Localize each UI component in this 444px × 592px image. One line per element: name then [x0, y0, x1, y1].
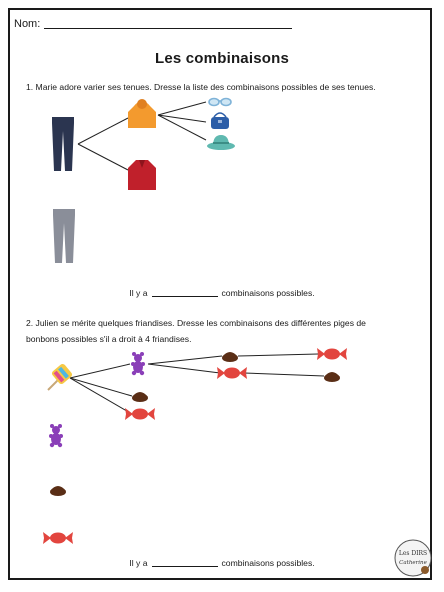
wrapped-candy-icon	[317, 348, 347, 360]
question-1-answer: Il y a combinaisons possibles.	[0, 288, 444, 298]
q1-line-hoodie-handbag	[157, 114, 207, 123]
blue-handbag-icon	[211, 112, 229, 129]
gummy-bear-icon	[49, 424, 63, 448]
worksheet-frame	[8, 8, 432, 580]
publisher-logo: Les DIRS Catherine	[392, 538, 434, 578]
q2-line-gummy-candy	[147, 363, 221, 374]
name-field[interactable]: Nom:	[14, 18, 293, 30]
chocolate-icon	[132, 392, 148, 402]
jeans-dark-icon	[52, 117, 74, 171]
page-title: Les combinaisons	[154, 50, 290, 67]
q1-line-hoodie-hat	[157, 114, 207, 141]
lollipop-icon	[47, 363, 73, 391]
answer-2-blank[interactable]	[151, 566, 218, 567]
name-blank-line[interactable]	[44, 28, 293, 29]
gummy-bear-icon	[131, 352, 145, 376]
red-jacket-icon	[128, 160, 156, 190]
wrapped-candy-icon	[125, 408, 155, 420]
q2-line-chocolate-candy	[237, 353, 319, 357]
wrapped-candy-icon	[43, 532, 73, 544]
chocolate-icon	[324, 372, 340, 382]
logo-line-1: Les DIRS	[399, 550, 427, 557]
q2-line-lollipop-chocolate	[69, 377, 133, 397]
q1-tree-lines	[77, 101, 207, 171]
orange-hoodie-icon	[128, 99, 156, 128]
question-2-text-line-2: bonbons possibles s'il a droit à 4 frian…	[26, 334, 192, 344]
name-label: Nom:	[14, 18, 41, 30]
question-2-text-line-1: 2. Julien se mérite quelques friandises.…	[26, 318, 366, 328]
question-1-text: 1. Marie adore varier ses tenues. Dresse…	[26, 82, 376, 92]
jeans-grey-icon	[53, 209, 75, 263]
q2-line-candy-chocolate	[243, 372, 325, 377]
logo-badge-icon: Les DIRS Catherine	[394, 539, 432, 577]
answer-1-suffix: combinaisons possibles.	[221, 288, 315, 298]
answer-1-prefix: Il y a	[129, 288, 148, 298]
teal-hat-icon	[207, 135, 235, 150]
answer-1-blank[interactable]	[151, 296, 218, 297]
answer-2-suffix: combinaisons possibles.	[221, 558, 315, 568]
sunglasses-icon	[208, 97, 232, 107]
q2-line-lollipop-gummy	[69, 363, 131, 379]
logo-line-2: Catherine	[399, 560, 427, 566]
q1-line-jeans-hoodie	[77, 117, 129, 145]
question-2-answer: Il y a combinaisons possibles.	[0, 558, 444, 568]
q2-tree-lines	[69, 353, 325, 415]
q1-line-jeans-jacket	[77, 143, 129, 171]
q2-line-gummy-chocolate	[147, 355, 223, 365]
q2-line-lollipop-candy	[69, 377, 133, 415]
chocolate-icon	[222, 352, 238, 362]
chocolate-icon	[50, 486, 66, 496]
wrapped-candy-icon	[217, 367, 247, 379]
answer-2-prefix: Il y a	[129, 558, 148, 568]
q1-line-hoodie-sunglasses	[157, 101, 207, 116]
